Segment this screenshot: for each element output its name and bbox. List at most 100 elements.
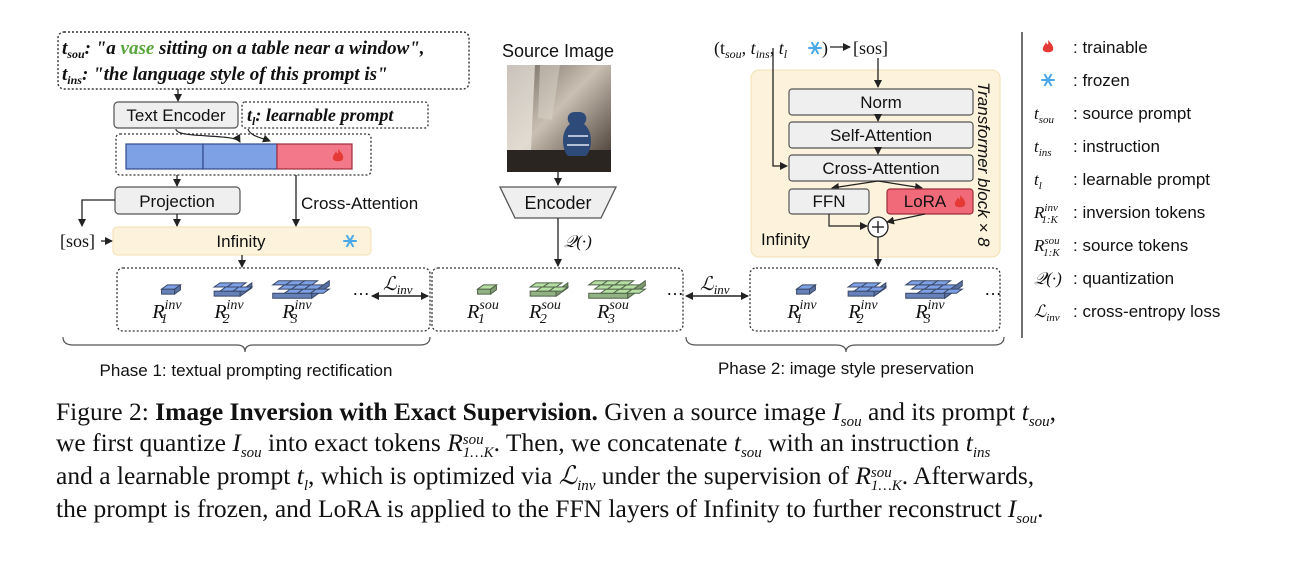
svg-text:tl: learnable prompt: tl: learnable prompt [247,105,394,128]
caption-line-2: we first quantize Isou into exact tokens… [56,428,991,462]
text-encoder-box: Text Encoder [113,101,239,129]
snowflake-icon [1041,73,1055,87]
svg-text:: instruction: : instruction [1073,137,1160,156]
source-image-title: Source Image [502,41,614,61]
svg-text:: trainable: : trainable [1073,38,1148,57]
svg-text:Text Encoder: Text Encoder [126,106,226,125]
caption-line-1: Figure 2: Image Inversion with Exact Sup… [56,397,1057,431]
legend-item: tsou : source prompt [1034,104,1191,126]
caption-line-3: and a learnable prompt tl, which is opti… [56,461,1035,495]
encoder-block: Encoder [498,186,618,219]
learnable-prompt-label: tl: learnable prompt [241,101,429,129]
token-grid-inv-2-3 [904,279,964,300]
svg-text:LoRA: LoRA [904,192,947,211]
projection-box: Projection [114,186,241,215]
loss-label-1: ℒinv [383,274,413,297]
legend-item: ℒinv : cross-entropy loss [1034,302,1220,324]
svg-text:Cross-Attention: Cross-Attention [822,159,939,178]
legend-item: : trainable [1042,38,1148,57]
phase1-brace [62,336,431,353]
fire-icon [332,149,344,162]
cross-attention-label: Cross-Attention [301,194,418,213]
fire-icon [954,195,966,208]
token-grid-sou-2 [528,281,570,298]
figure-caption: Figure 2: Image Inversion with Exact Sup… [56,396,1256,528]
sos-token-1: [sos] [60,231,95,251]
loss-label-2: ℒinv [700,274,730,297]
token-grid-sou-3 [587,279,647,300]
ellipsis: … [984,279,1002,299]
legend: : trainable : frozen tsou : source prompt ti… [1033,38,1220,324]
svg-text:: frozen: : frozen [1073,71,1130,90]
svg-text:: inversion tokens: : inversion tokens [1073,203,1205,222]
source-image [507,65,611,172]
phase1-caption: Phase 1: textual prompting rectification [100,361,393,380]
prompt-line-1: tsou: "a vase sitting on a table near a … [62,38,425,61]
phase2-brace [685,336,1005,353]
legend-item: tins : instruction [1034,137,1160,159]
svg-text:Encoder: Encoder [524,193,591,213]
norm-block: Norm [788,88,974,116]
sou-token-group [431,267,684,332]
token-grid-inv-1-2 [212,281,254,298]
svg-text:tsou: tsou [1034,104,1055,126]
add-node [867,216,889,238]
phase2-input-tuple: (tsou, tins, tl [714,38,788,61]
svg-text:): ) [822,38,828,59]
svg-text:Norm: Norm [860,93,902,112]
token-grid-inv-1-1 [160,283,182,296]
quantizer-label: 𝒬(·) [564,232,592,251]
cross-attention-block: Cross-Attention [788,154,974,182]
svg-text:ℒinv: ℒinv [1034,302,1060,324]
svg-text:Infinity: Infinity [761,230,811,249]
svg-text:tl: tl [1034,170,1042,192]
svg-text:: source tokens: : source tokens [1073,236,1188,255]
method-figure: tsou: "a vase sitting on a table near a … [57,31,1220,380]
svg-text:𝒬(·): 𝒬(·) [1034,269,1062,288]
token-grid-sou-1 [476,283,498,296]
legend-item: tl: learnable prompt [1034,170,1210,192]
snowflake-icon [808,41,822,55]
svg-text:: cross-entropy loss: : cross-entropy loss [1073,302,1220,321]
snowflake-icon [343,234,357,248]
inv-token-group-2 [749,267,1001,332]
svg-text:Infinity: Infinity [216,232,266,251]
prompt-embedding [115,133,372,176]
svg-text:Self-Attention: Self-Attention [830,126,932,145]
phase2-caption: Phase 2: image style preservation [718,359,974,378]
prompt-line-2: tins: "the language style of this prompt… [62,64,388,87]
legend-item: : frozen [1041,71,1130,90]
inv-token-group-1 [116,267,431,332]
prompt-box: tsou: "a vase sitting on a table near a … [57,31,470,90]
svg-text:: quantization: : quantization [1073,269,1174,288]
fire-icon [1042,40,1054,53]
svg-text:tins: tins [1034,137,1052,159]
svg-text:: source prompt: : source prompt [1073,104,1191,123]
ellipsis: … [666,279,684,299]
ellipsis: … [352,279,370,299]
svg-text:Transformer block × 8: Transformer block × 8 [974,82,993,247]
caption-line-4: the prompt is frozen, and LoRA is applie… [56,494,1044,528]
svg-text:FFN: FFN [812,192,845,211]
token-grid-inv-2-1 [795,283,817,296]
infinity-block-1: Infinity [112,226,372,256]
svg-text:Projection: Projection [139,192,215,211]
legend-item: 𝒬(·) : quantization [1034,269,1174,288]
ffn-block: FFN [788,188,870,215]
token-grid-inv-2-2 [846,281,888,298]
token-grid-inv-1-3 [271,279,331,300]
lora-block: LoRA [886,188,974,215]
